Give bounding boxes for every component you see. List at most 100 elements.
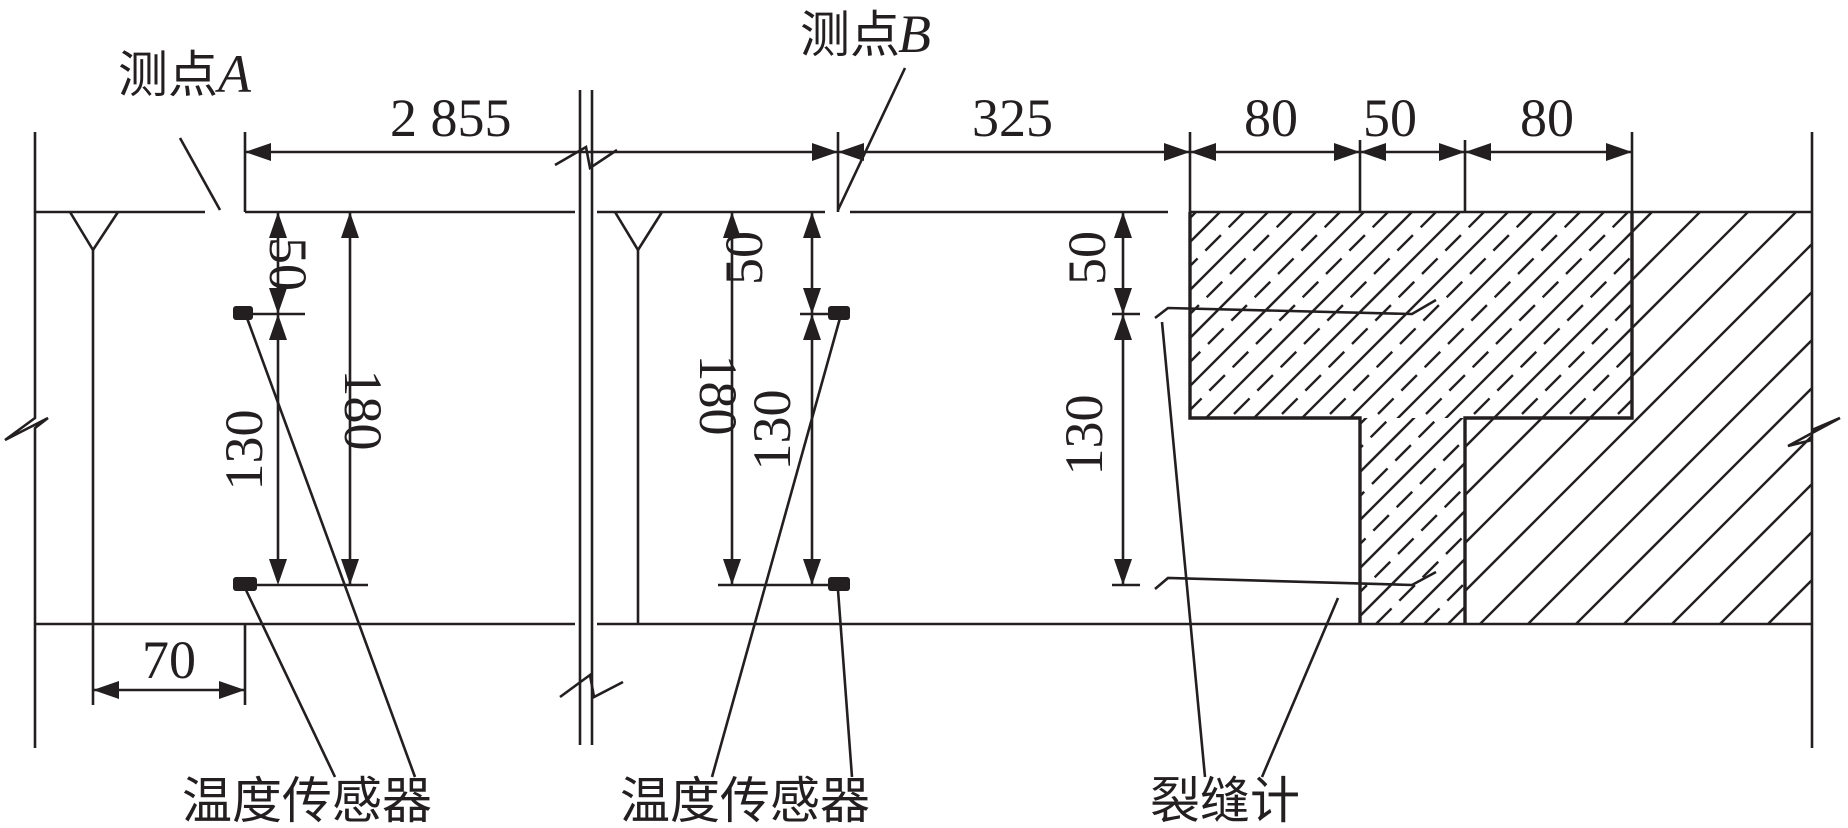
hatch-line	[1816, 184, 1848, 624]
dashed-hatch-line	[1190, 212, 1273, 418]
dim-c-depth-50: 50	[1057, 231, 1117, 285]
dim-a-depth-50: 50	[258, 237, 318, 291]
point-b-letter: B	[898, 4, 931, 64]
dimension-arrowhead	[1114, 559, 1132, 585]
dashed-hatch-line	[1190, 212, 1513, 418]
temperature-sensor-label-middle: 温度传感器	[620, 772, 870, 828]
dim-top-80-right: 80	[1520, 88, 1574, 148]
dimension-arrowhead	[1360, 143, 1386, 161]
leader-lines	[178, 67, 1340, 778]
crack-meter-label: 裂缝计	[1150, 772, 1300, 828]
hatch-line	[1360, 418, 1465, 624]
groove-left	[68, 211, 120, 624]
temperature-sensor-b-upper	[828, 306, 850, 320]
dim-top-50: 50	[1363, 88, 1417, 148]
dashed-hatch-line	[1360, 418, 1465, 624]
dashed-hatch-line	[1311, 212, 1632, 418]
hatch-line	[1239, 212, 1632, 418]
dim-b-spacing-130: 130	[742, 390, 802, 471]
temperature-sensor-b-lower	[828, 577, 850, 591]
dim-a-depth-180: 180	[333, 370, 393, 451]
dimension-arrowhead	[803, 288, 821, 314]
dim-c-spacing-130: 130	[1054, 395, 1114, 476]
dimension-arrowhead	[93, 681, 119, 699]
dimension-arrowhead	[838, 143, 864, 161]
dashed-hatch-line	[1360, 418, 1385, 624]
dashed-hatch-line	[1359, 212, 1632, 418]
hatch-line	[1623, 212, 1812, 624]
temperature-sensor-a-upper	[233, 306, 253, 320]
dashed-hatch-line	[1190, 212, 1225, 418]
dim-bottom-70: 70	[142, 630, 196, 690]
dimension-arrowhead	[803, 314, 821, 340]
dimension-arrowhead	[1164, 143, 1190, 161]
hatch-line	[1527, 212, 1632, 418]
crack-meter-region	[1112, 212, 1437, 590]
hatched-concrete	[1188, 184, 1848, 624]
hatch-line	[1767, 212, 1812, 624]
dimension-arrowhead	[269, 288, 287, 314]
dim-top-span-left: 2 855	[390, 88, 512, 148]
hatch-line	[1190, 212, 1393, 418]
hatch-line	[1623, 212, 1632, 418]
hatch-line	[1190, 212, 1537, 418]
dashed-hatch-line	[1360, 418, 1465, 624]
hatch-line	[1360, 418, 1409, 624]
dim-top-80-left: 80	[1244, 88, 1298, 148]
hatch-line	[1190, 212, 1201, 418]
hatch-line	[1360, 418, 1465, 624]
dimension-arrowhead	[1190, 143, 1216, 161]
dimension-arrowhead	[269, 314, 287, 340]
hatch-line	[1360, 418, 1465, 624]
dimension-arrowhead	[1114, 212, 1132, 238]
measuring-point-b	[718, 212, 850, 591]
hatch-line	[1360, 418, 1465, 624]
dimension-arrowhead	[341, 559, 359, 585]
temperature-sensor-a-lower	[233, 577, 257, 591]
dimension-arrowhead	[269, 212, 287, 238]
hatch-line	[1191, 212, 1632, 418]
measuring-point-a	[233, 212, 368, 591]
hatch-line	[1360, 418, 1465, 624]
groove-middle	[613, 211, 664, 624]
middle-break-line	[554, 90, 624, 745]
dimension-arrowhead	[723, 212, 741, 238]
dimension-arrowhead	[803, 559, 821, 585]
dashed-hatch-line	[1190, 212, 1417, 418]
hatch-line	[1190, 212, 1345, 418]
hatch-line	[1360, 418, 1465, 624]
dim-b-depth-50: 50	[714, 231, 774, 285]
dashed-hatch-line	[1407, 212, 1632, 418]
point-a-letter: A	[215, 44, 252, 104]
hatch-line	[1190, 212, 1585, 418]
dimension-arrowhead	[269, 559, 287, 585]
top-dimensions	[243, 132, 1634, 212]
dashed-hatch-line	[1360, 418, 1465, 624]
dashed-hatch-line	[1360, 418, 1465, 624]
hatch-line	[1575, 212, 1812, 624]
hatch-line	[1479, 212, 1812, 624]
dashed-hatch-line	[1190, 212, 1369, 418]
hatch-line	[1671, 212, 1812, 624]
dashed-hatch-line	[1375, 418, 1465, 624]
hatch-line	[1719, 212, 1812, 624]
dim-b-depth-180: 180	[688, 355, 748, 436]
dimension-arrowhead	[219, 681, 245, 699]
dimension-arrowhead	[245, 143, 271, 161]
dimension-arrowhead	[812, 143, 838, 161]
hatch-line	[1190, 212, 1441, 418]
point-b-label: 测点	[800, 6, 900, 64]
hatch-line	[1479, 212, 1632, 418]
hatch-line	[1360, 418, 1361, 624]
dimension-arrowhead	[1334, 143, 1360, 161]
dimension-arrowhead	[1606, 143, 1632, 161]
temperature-sensor-label-left: 温度传感器	[182, 772, 432, 828]
dashed-hatch-line	[1360, 418, 1465, 624]
dashed-hatch-line	[1360, 418, 1465, 624]
dimension-arrowhead	[341, 212, 359, 238]
hatch-line	[1190, 212, 1489, 418]
hatch-line	[1383, 212, 1632, 418]
dimension-arrowhead	[723, 559, 741, 585]
point-a-label: 测点	[118, 46, 218, 104]
